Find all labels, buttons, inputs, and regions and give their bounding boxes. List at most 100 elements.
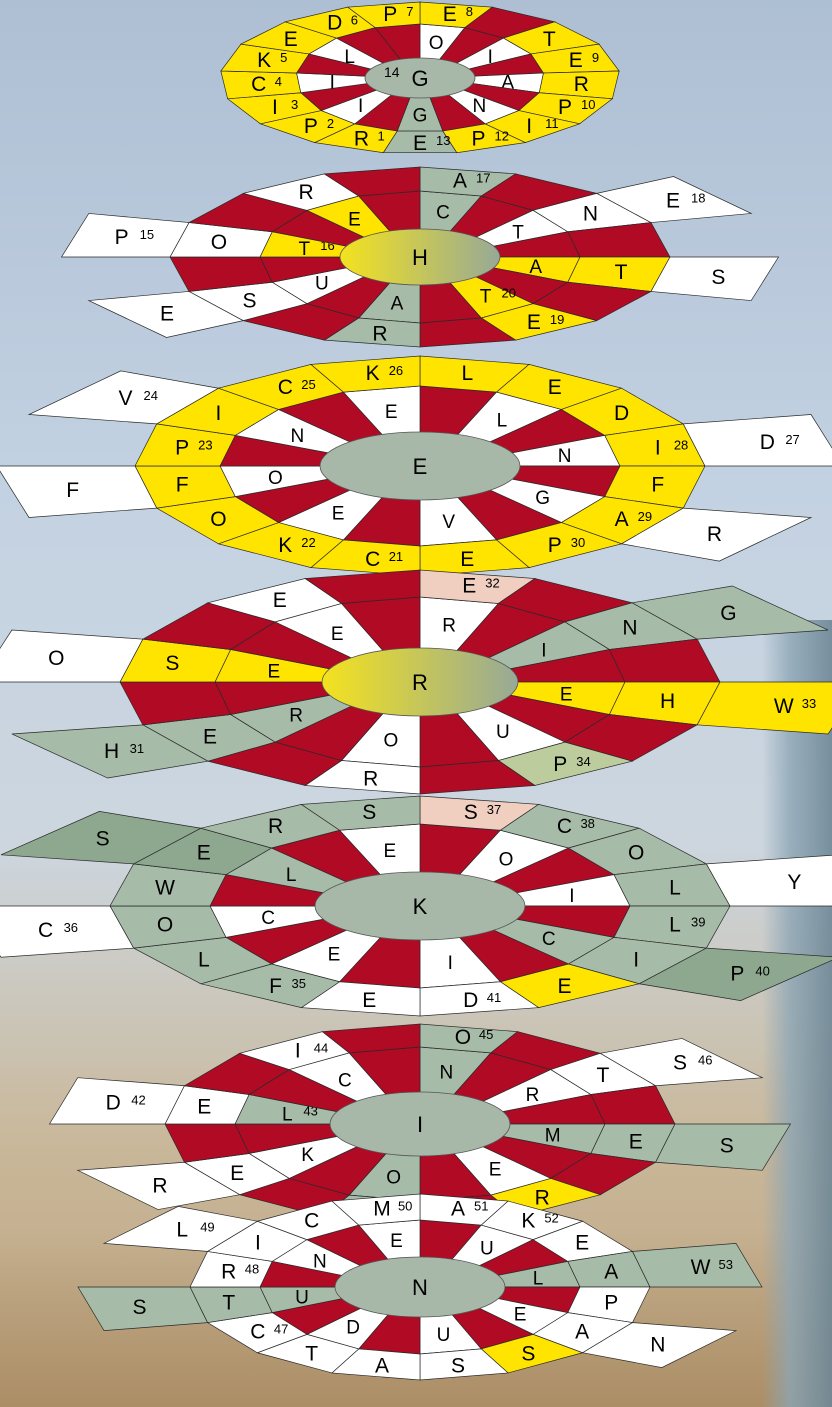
- clue-number: 48: [245, 1261, 259, 1276]
- cell-letter: T: [543, 28, 556, 51]
- cell-letter: M: [373, 1198, 391, 1221]
- clue-number: 51: [474, 1199, 488, 1214]
- cell-letter: I: [448, 953, 453, 974]
- clue-number: 34: [576, 754, 590, 769]
- clue-number: 8: [466, 4, 473, 19]
- clue-number: 9: [592, 50, 599, 65]
- cell-letter: W: [155, 876, 175, 899]
- cell-letter: D: [614, 402, 629, 425]
- cell-letter: E: [390, 1231, 403, 1252]
- clue-number: 11: [545, 116, 559, 131]
- cell-letter: T: [222, 1292, 235, 1315]
- cell-letter: E: [462, 574, 476, 597]
- cell-letter: S: [711, 266, 725, 289]
- cell-letter: E: [267, 662, 280, 683]
- cell-letter: T: [615, 261, 628, 284]
- cell-r-w-ring3[interactable]: [0, 630, 143, 682]
- cell-letter: S: [464, 801, 478, 824]
- wheel-r: RE32INGEHW33UP34ORREH31ESOEER: [0, 570, 832, 794]
- cell-letter: O: [157, 914, 173, 937]
- cell-letter: N: [440, 1062, 454, 1083]
- cell-letter: L: [282, 1105, 293, 1126]
- cell-letter: E: [666, 189, 680, 212]
- clue-number: 6: [351, 13, 358, 28]
- clue-number: 39: [691, 915, 705, 930]
- cell-letter: I: [295, 1039, 301, 1062]
- cell-letter: A: [391, 293, 404, 314]
- clue-number: 3: [291, 97, 298, 112]
- cell-letter: A: [604, 1260, 618, 1283]
- clue-number: 45: [479, 1027, 493, 1042]
- clue-number: 32: [485, 575, 499, 590]
- cell-letter: A: [615, 508, 629, 531]
- cell-letter: U: [295, 1287, 309, 1308]
- cell-letter: S: [673, 1052, 687, 1075]
- cell-letter: C: [542, 929, 556, 950]
- cell-letter: S: [132, 1296, 146, 1319]
- cell-letter: Y: [787, 871, 801, 894]
- cell-letter: I: [655, 436, 661, 459]
- cell-letter: A: [451, 1198, 465, 1221]
- cell-letter: L: [497, 410, 508, 431]
- clue-number: 47: [274, 1321, 288, 1336]
- cell-letter: O: [268, 468, 283, 489]
- clue-number: 30: [571, 535, 585, 550]
- hub-letter: N: [412, 1275, 428, 1300]
- cell-letter: S: [720, 1135, 734, 1158]
- clue-number: 17: [476, 170, 490, 185]
- cell-letter: E: [413, 132, 427, 155]
- cell-letter: E: [197, 1096, 211, 1119]
- cell-letter: N: [473, 96, 487, 117]
- cell-letter: S: [243, 289, 257, 312]
- cell-letter: D: [327, 12, 342, 35]
- cell-letter: P: [115, 226, 129, 249]
- cell-letter: U: [437, 1325, 451, 1346]
- cell-letter: R: [289, 706, 303, 727]
- cell-letter: P: [553, 753, 567, 776]
- clue-number: 42: [131, 1092, 145, 1107]
- cell-letter: R: [707, 523, 722, 546]
- cell-letter: E: [332, 504, 345, 525]
- cell-letter: R: [299, 181, 314, 204]
- cell-letter: D: [463, 989, 478, 1012]
- clue-number: 36: [64, 920, 78, 935]
- clue-number: 13: [436, 133, 450, 148]
- clue-number: 7: [406, 4, 413, 19]
- cell-letter: C: [436, 203, 450, 224]
- cell-letter: T: [305, 1343, 318, 1366]
- clue-number: 21: [389, 549, 403, 564]
- cell-letter: O: [429, 33, 444, 54]
- cell-letter: U: [315, 274, 329, 295]
- clue-number: 33: [802, 696, 816, 711]
- cell-letter: O: [384, 731, 399, 752]
- cell-letter: N: [650, 1334, 665, 1357]
- cell-letter: A: [453, 169, 467, 192]
- cell-letter: S: [165, 652, 179, 675]
- clue-number: 53: [719, 1257, 733, 1272]
- cell-letter: R: [363, 768, 378, 791]
- cell-letter: L: [176, 1218, 188, 1241]
- cell-letter: N: [583, 203, 598, 226]
- cell-letter: L: [461, 362, 473, 385]
- cell-letter: N: [313, 1251, 327, 1272]
- wheel-e: LLEDNI28D27FGA29RP30VEC21EK22OOFFP23NIV2…: [0, 356, 832, 576]
- clue-number: 37: [487, 802, 501, 817]
- cell-letter: E: [273, 589, 287, 612]
- cell-letter: O: [628, 842, 644, 865]
- cell-letter: C: [557, 815, 572, 838]
- cell-e-ene-ring3[interactable]: [683, 415, 832, 466]
- cell-letter: D: [760, 431, 775, 454]
- cell-letter: O: [499, 849, 514, 870]
- cell-letter: P: [304, 115, 318, 138]
- cell-letter: F: [66, 479, 79, 502]
- cell-letter: P: [175, 436, 189, 459]
- cell-letter: E: [629, 1130, 643, 1153]
- cell-letter: T: [298, 239, 310, 260]
- cell-letter: E: [385, 402, 398, 423]
- cell-letter: L: [669, 914, 681, 937]
- hub-letter: R: [412, 670, 428, 695]
- clue-number: 35: [292, 976, 306, 991]
